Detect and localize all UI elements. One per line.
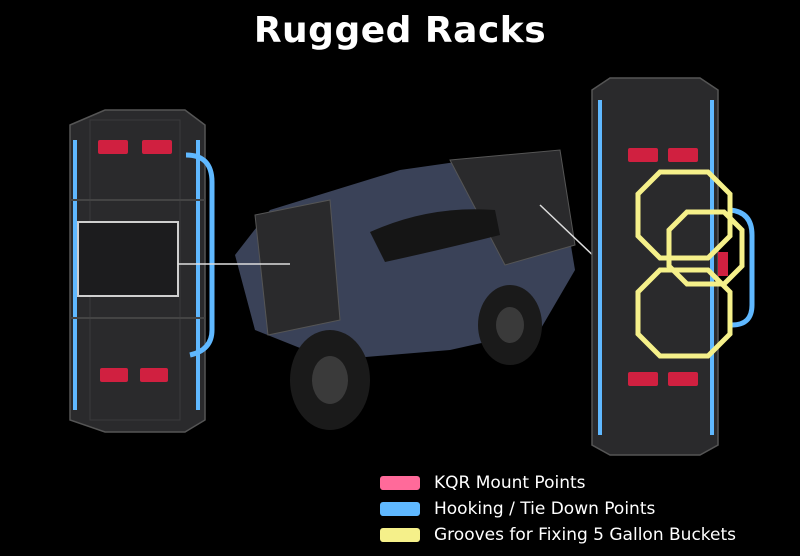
legend-item-hook: Hooking / Tie Down Points — [380, 496, 736, 521]
legend-label: KQR Mount Points — [434, 472, 586, 493]
kqr-point-icon — [142, 140, 172, 154]
kqr-point-icon — [668, 372, 698, 386]
front-rack-center-plate — [77, 221, 179, 297]
page-title: Rugged Racks — [253, 10, 547, 51]
legend-item-kqr: KQR Mount Points — [380, 470, 736, 495]
kqr-point-icon — [98, 140, 128, 154]
kqr-point-icon — [628, 148, 658, 162]
kqr-point-icon — [100, 368, 128, 382]
legend-item-groove: Grooves for Fixing 5 Gallon Buckets — [380, 522, 736, 547]
legend: KQR Mount Points Hooking / Tie Down Poin… — [380, 470, 736, 548]
atv-image — [235, 149, 576, 430]
bucket-groove-top — [635, 169, 733, 261]
front-rack-diagram — [69, 109, 215, 433]
kqr-point-icon — [628, 372, 658, 386]
bucket-groove-bottom — [635, 267, 733, 359]
hook-swatch — [380, 501, 420, 516]
groove-swatch — [380, 527, 420, 542]
kqr-point-icon — [140, 368, 168, 382]
rear-rack-diagram — [591, 77, 755, 456]
legend-label: Grooves for Fixing 5 Gallon Buckets — [434, 524, 737, 545]
front-hook-rails — [73, 140, 200, 410]
kqr-point-icon — [668, 148, 698, 162]
kqr-swatch — [380, 475, 420, 490]
rear-hook-rails — [598, 100, 714, 435]
legend-label: Hooking / Tie Down Points — [434, 498, 656, 519]
